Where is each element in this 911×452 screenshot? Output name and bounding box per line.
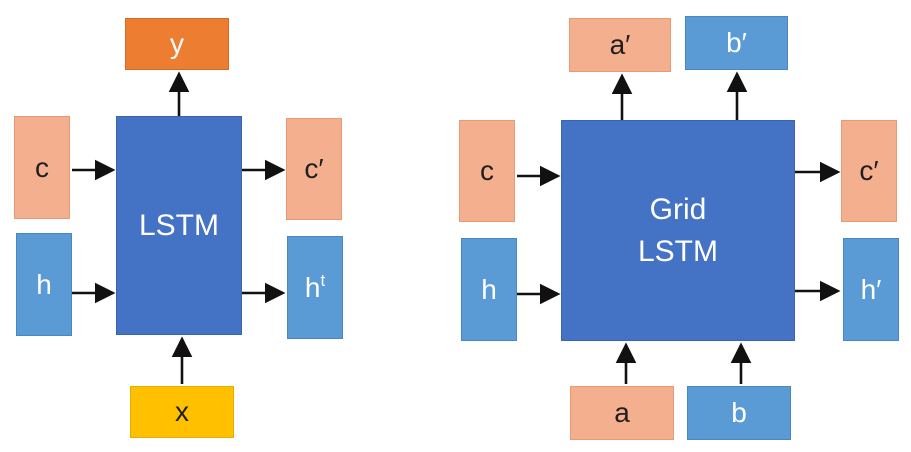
lstm-input-x-label: x — [175, 396, 189, 427]
lstm-output-h-superscript: t — [320, 271, 326, 290]
lstm-output-h: ht — [287, 236, 343, 339]
grid-input-a-label: a — [614, 397, 630, 428]
grid-lstm-cell-label: Grid LSTM — [637, 192, 718, 268]
lstm-cell: LSTM — [116, 116, 242, 335]
lstm-input-c: c — [14, 116, 70, 219]
lstm-input-h-label: h — [36, 268, 52, 300]
grid-input-h-label: h — [481, 273, 497, 305]
lstm-output-c-label: c′ — [304, 153, 324, 184]
grid-output-b-label: b′ — [726, 27, 747, 58]
lstm-output-c: c′ — [286, 118, 342, 220]
grid-output-h: h′ — [843, 238, 899, 341]
lstm-input-x: x — [130, 386, 234, 438]
grid-output-a: a′ — [569, 18, 671, 72]
grid-input-c: c — [459, 120, 515, 222]
grid-input-a: a — [570, 386, 674, 440]
grid-input-c-label: c — [480, 155, 494, 186]
lstm-input-h: h — [16, 233, 72, 336]
lstm-output-y-label: y — [170, 28, 184, 59]
grid-output-b: b′ — [685, 16, 788, 70]
grid-lstm-cell: Grid LSTM — [561, 120, 795, 341]
grid-input-b-label: b — [731, 397, 747, 428]
grid-input-h: h — [461, 238, 517, 341]
lstm-cell-label: LSTM — [138, 208, 219, 242]
grid-output-a-label: a′ — [609, 29, 631, 60]
grid-output-c-label: c′ — [859, 155, 879, 186]
lstm-output-h-base: h — [304, 272, 321, 303]
lstm-input-c-label: c — [35, 151, 49, 183]
grid-output-h-label: h′ — [860, 273, 882, 305]
grid-input-b: b — [687, 386, 791, 440]
lstm-output-y: y — [125, 18, 229, 70]
lstm-output-h-label: ht — [305, 271, 325, 304]
grid-output-c: c′ — [841, 120, 897, 222]
